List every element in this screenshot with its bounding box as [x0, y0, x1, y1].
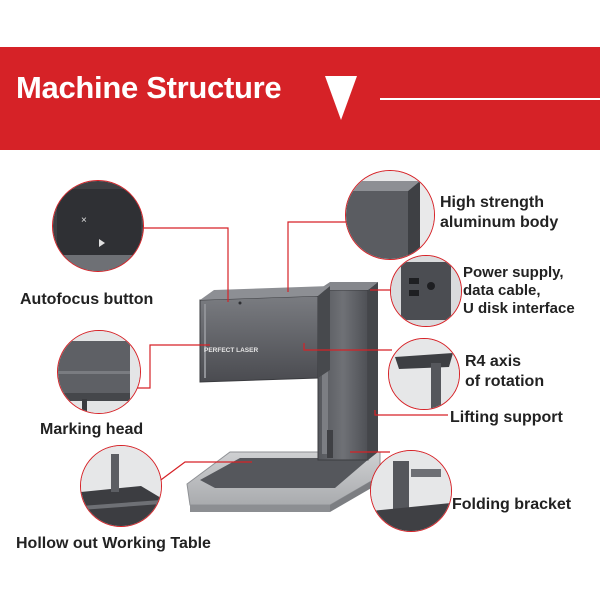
label-lifting-support: Lifting support — [450, 409, 563, 426]
detail-circle-autofocus: × — [52, 180, 144, 272]
label-autofocus: Autofocus button — [20, 291, 154, 308]
label-hollow-table: Hollow out Working Table — [16, 535, 211, 552]
detail-circle-marking-head — [57, 330, 141, 414]
working-table — [186, 451, 381, 512]
marking-head — [199, 286, 330, 383]
device-logo: PERFECT LASER — [204, 347, 258, 354]
label-r4-axis: R4 axis of rotation — [465, 353, 545, 390]
label-marking-head: Marking head — [40, 421, 144, 438]
callout-lines — [128, 221, 448, 489]
label-high-strength: High strength aluminum body — [440, 194, 559, 231]
page-title: Machine Structure — [16, 70, 282, 105]
down-triangle-icon — [325, 76, 357, 120]
detail-circle-r4-axis — [388, 338, 460, 410]
label-power-supply: Power supply, data cable, U disk interfa… — [463, 264, 575, 317]
detail-circle-power-port — [390, 255, 462, 327]
header-rule — [380, 98, 600, 100]
detail-circle-working-table — [80, 445, 162, 527]
svg-text:×: × — [81, 215, 87, 226]
label-folding-bracket: Folding bracket — [452, 496, 572, 513]
detail-circle-folding-bracket — [370, 450, 452, 532]
detail-circle-aluminum-body — [345, 170, 435, 260]
